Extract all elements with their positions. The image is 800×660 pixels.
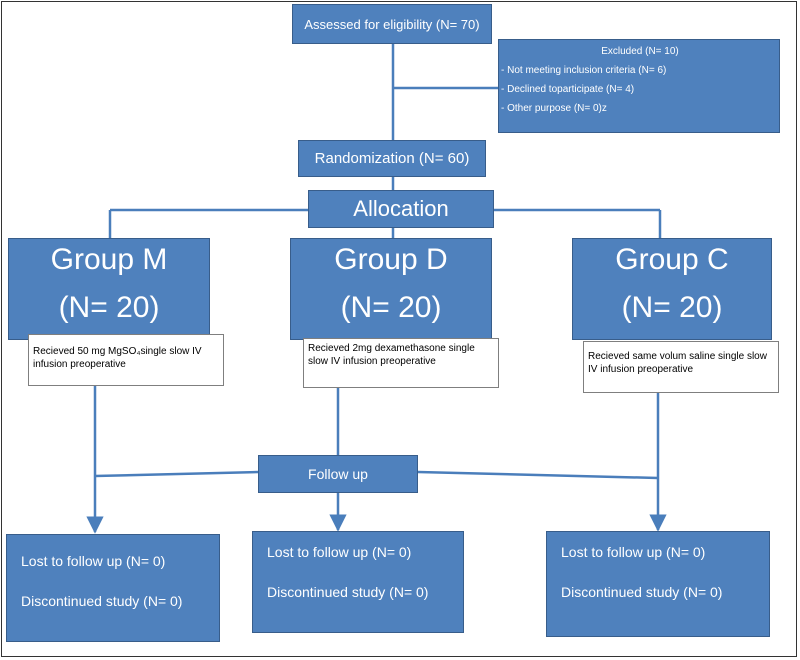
group-d-box: Group D (N= 20) — [290, 238, 492, 340]
outcome-m-discontinued: Discontinued study (N= 0) — [21, 593, 183, 609]
excluded-box: Excluded (N= 10) - Not meeting inclusion… — [498, 39, 780, 133]
randomization-label: Randomization (N= 60) — [314, 150, 470, 167]
group-d-intervention: Recieved 2mg dexamethasone single slow I… — [303, 338, 499, 388]
outcome-c-discontinued: Discontinued study (N= 0) — [561, 584, 723, 600]
excluded-reason-inclusion: - Not meeting inclusion criteria (N= 6) — [501, 65, 667, 76]
excluded-reason-other: - Other purpose (N= 0)z — [501, 103, 607, 114]
group-m-box: Group M (N= 20) — [8, 238, 210, 340]
followup-box: Follow up — [258, 455, 418, 493]
outcome-d-lost: Lost to follow up (N= 0) — [267, 544, 412, 560]
outcome-group-c-box: Lost to follow up (N= 0) Discontinued st… — [546, 531, 770, 637]
group-d-name: Group D — [334, 243, 448, 276]
excluded-title: Excluded (N= 10) — [601, 46, 679, 57]
group-m-name: Group M — [50, 243, 168, 276]
line-followup-left — [94, 470, 259, 478]
outcome-group-m-box: Lost to follow up (N= 0) Discontinued st… — [6, 534, 220, 642]
outcome-group-d-box: Lost to follow up (N= 0) Discontinued st… — [252, 531, 464, 633]
excluded-reason-declined: - Declined toparticipate (N= 4) — [501, 84, 635, 95]
allocation-label: Allocation — [353, 196, 449, 221]
allocation-box: Allocation — [308, 190, 494, 228]
group-c-count: (N= 20) — [621, 291, 723, 324]
outcome-d-discontinued: Discontinued study (N= 0) — [267, 584, 429, 600]
randomization-box: Randomization (N= 60) — [298, 140, 486, 177]
group-m-intervention: Recieved 50 mg MgSO₄single slow IV infus… — [28, 334, 224, 386]
followup-label: Follow up — [308, 466, 368, 482]
group-m-count: (N= 20) — [58, 291, 160, 324]
screening-label: Assessed for eligibility (N= 70) — [304, 16, 480, 32]
outcome-m-lost: Lost to follow up (N= 0) — [21, 553, 166, 569]
group-c-box: Group C (N= 20) — [572, 238, 772, 340]
outcome-c-lost: Lost to follow up (N= 0) — [561, 544, 706, 560]
group-c-name: Group C — [615, 243, 729, 276]
line-followup-right — [417, 470, 659, 480]
group-c-intervention: Recieved same volum saline single slow I… — [583, 341, 779, 393]
group-d-count: (N= 20) — [340, 291, 442, 324]
screening-box: Assessed for eligibility (N= 70) — [292, 4, 492, 44]
